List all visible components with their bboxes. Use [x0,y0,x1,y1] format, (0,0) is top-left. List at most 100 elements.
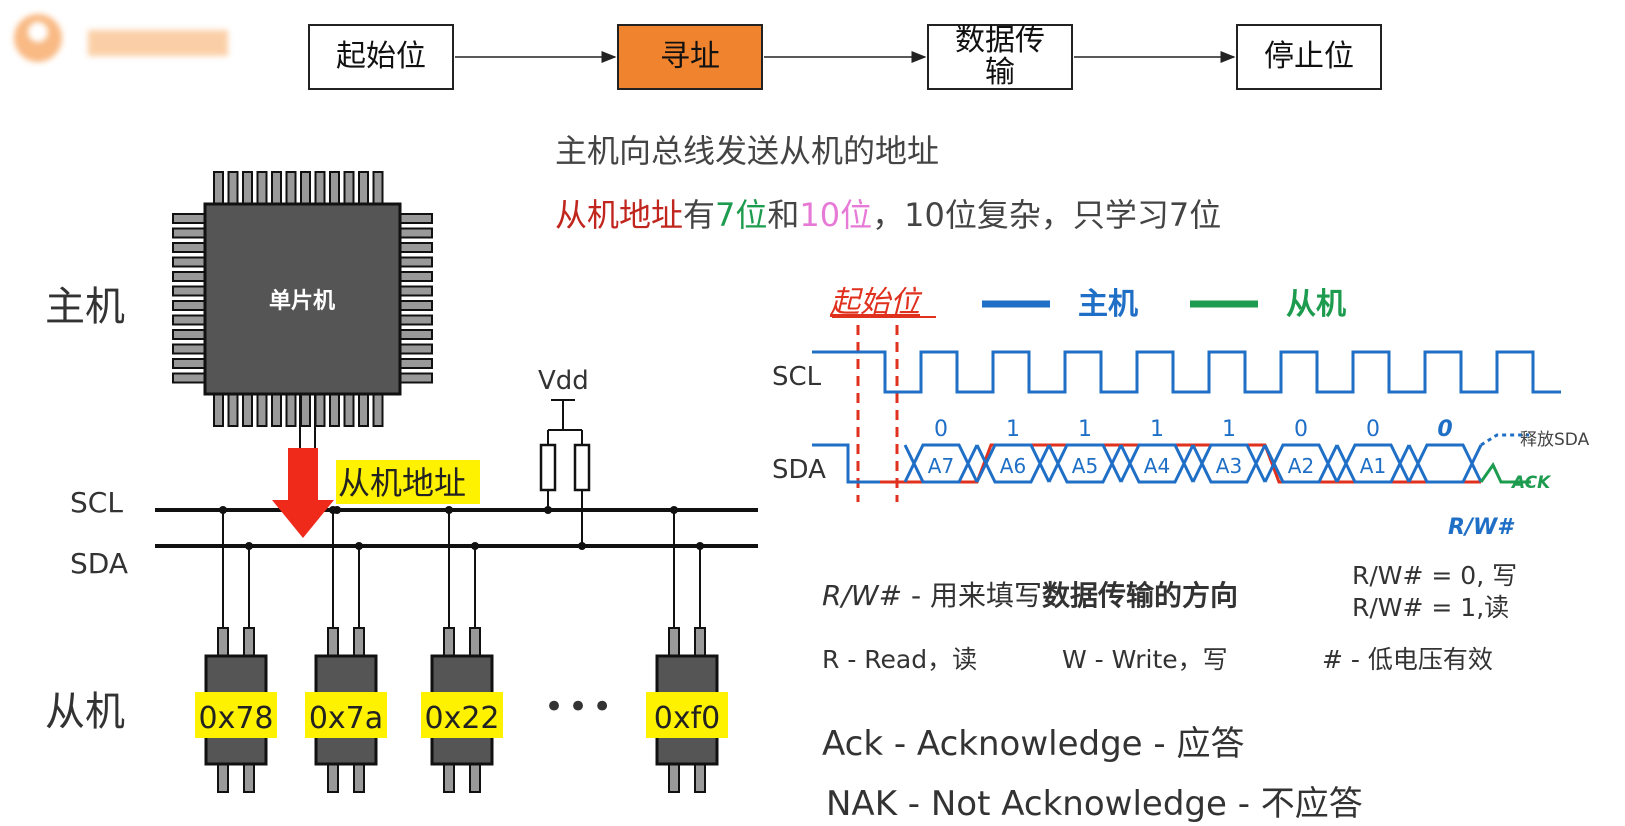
logo [8,8,233,73]
sda-eye-bottom [1119,444,1195,484]
chip-pin [172,358,206,369]
bit-value-label: 0 [1437,417,1452,442]
junction-dot [329,506,337,514]
chip-pin [300,393,311,427]
chip-label: 单片机 [269,289,335,314]
sda-logic-trace [880,443,1481,484]
slave-pin [694,627,706,659]
chip-pin [285,171,297,205]
timing-sda-label: SDA [772,455,826,485]
read-note: R - Read，读 [822,645,978,674]
chip-pin [271,393,282,427]
legend-slave-label: 从机 [1286,287,1346,322]
ack-label: ACK [1510,473,1552,493]
chip-pin [227,171,239,205]
bit-value-label: 1 [1078,417,1092,442]
chip-pin [399,285,433,297]
sda-eye-bottom [1407,444,1483,484]
flow-step-start: 起始位 [308,24,454,90]
junction-dot [544,506,552,514]
chip-pin [213,393,224,427]
vdd-label: Vdd [538,366,589,396]
slave-address-bg [195,692,277,738]
chip-pin [399,372,433,384]
chip-pin [399,343,433,355]
slave-pin [694,761,706,793]
slave-address-bg [305,692,387,738]
slave-pin [353,627,365,659]
sda-eye-bottom [903,444,979,484]
intro-text: 有 [683,196,716,234]
chip-pin [314,393,326,427]
chip-pin [285,393,297,427]
sda-eye-bottom [975,444,1051,484]
rw-write-note: R/W# = 0, 写 [1352,561,1518,590]
scl-waveform [812,350,1561,394]
rw-term: R/W# [822,579,903,612]
nak-note: NAK - Not Acknowledge - 不应答 [826,784,1363,824]
chip-pin [399,227,433,239]
chip-pin [242,171,253,205]
rw-description: R/W# - 用来填写数据传输的方向 [822,574,1238,614]
chip-pin [399,329,433,340]
flow-arrows [455,51,1236,63]
timing-scl-label: SCL [772,362,822,392]
slave-pin [243,761,255,793]
address-bit-label: A3 [1216,454,1242,478]
chip-pin [172,285,206,297]
intro-text: ，10位复杂，只学习7位 [872,196,1222,234]
slave-address-label: 0x78 [198,701,273,736]
slave-label: 从机 [45,689,125,735]
chip-pin [172,213,206,224]
chip-pin [399,242,433,253]
slave-address-label: 0x7a [309,701,383,736]
slave-address-bg [646,692,728,738]
chip-pin [343,393,355,427]
pullup-resistor-scl [539,443,557,492]
chip-pin [172,329,206,340]
slave-pin [217,627,229,659]
chip-pin [343,171,355,205]
chip-pins [172,171,433,514]
address-arrow [272,448,334,538]
slave-pin [668,627,680,659]
chip-pin [172,314,206,326]
ack-note: Ack - Acknowledge - 应答 [822,724,1245,764]
chip-pin [172,300,206,311]
bit-value-label: 0 [1294,417,1308,442]
address-bit-label: A2 [1288,454,1314,478]
sda-waveform [812,433,1531,484]
sda-eye-bottom [1191,444,1267,484]
chip-pin [399,213,433,224]
slave-address-label: 0xf0 [654,701,721,736]
chip-pin [213,171,224,205]
chip-pin [227,393,239,427]
intro-line-1: 主机向总线发送从机的地址 [555,132,940,170]
bit-value-label: 1 [1150,417,1164,442]
junction-dot [219,506,227,514]
bit-value-label: 0 [934,417,948,442]
chip-pin [242,393,253,427]
address-bit-label: A6 [1000,454,1026,478]
legend-master-label: 主机 [1078,287,1138,322]
chip-pin [372,171,384,205]
master-label: 主机 [45,284,125,330]
bit-value-label: 1 [1222,417,1236,442]
flow-step-label: 停止位 [1264,39,1354,74]
chip-pin [399,271,433,282]
slave-pin [469,761,481,793]
chip-pin [172,271,206,282]
rw-desc-plain: - 用来填写 [902,579,1042,612]
chip-pin [256,171,268,205]
sda-eye-bottom [1047,444,1123,484]
chip-pin [329,171,340,205]
write-note: W - Write，写 [1062,645,1228,674]
chip-pin [329,393,340,427]
chip-pin [172,242,206,253]
bus-scl-label: SCL [70,486,123,519]
junction-dot [445,506,453,514]
chip-pin [399,256,433,268]
